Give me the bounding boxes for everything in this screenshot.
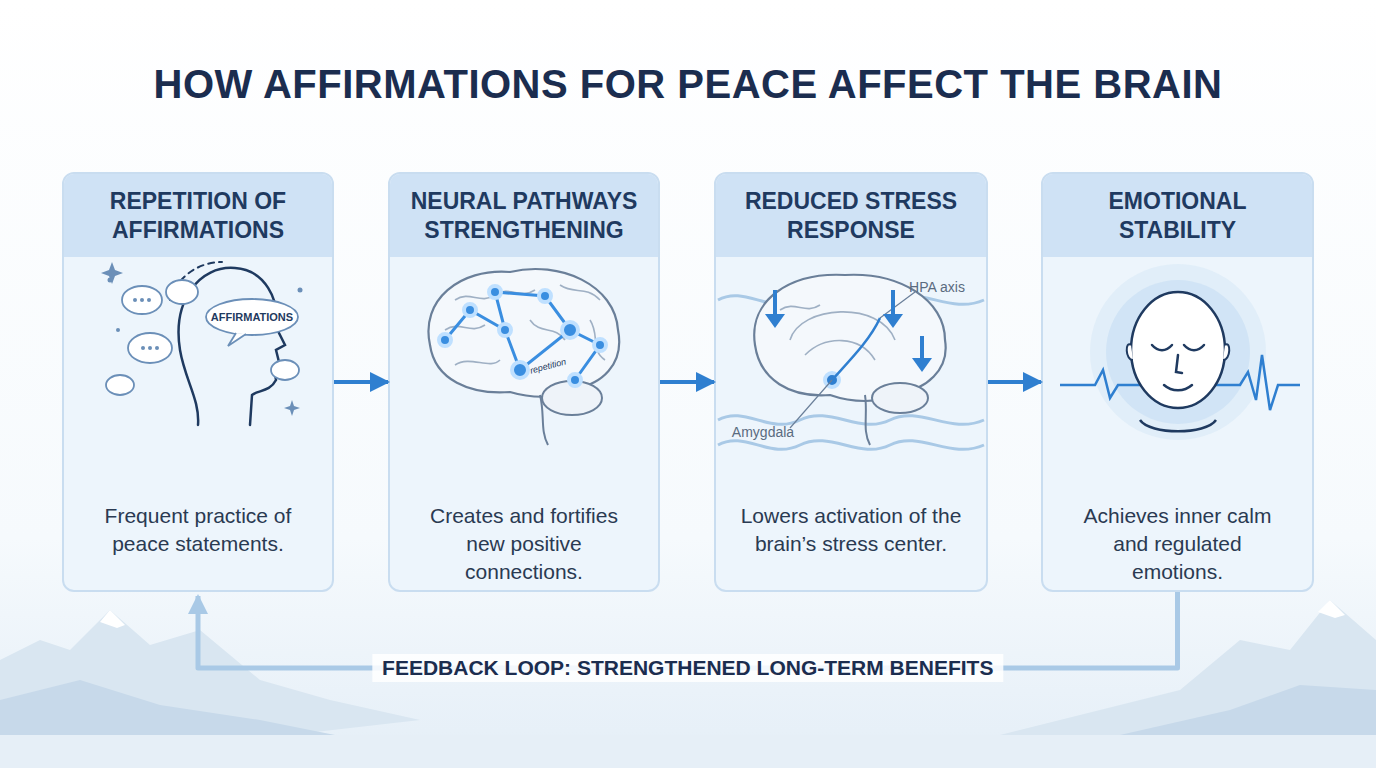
diagram-title: HOW AFFIRMATIONS FOR PEACE AFFECT THE BR…: [0, 62, 1376, 107]
cerebellum: [542, 381, 602, 415]
bubble-dots: [101, 262, 303, 416]
amygdala-dot: [825, 373, 839, 387]
illustration-label: repetition: [529, 356, 567, 375]
calm-illustration: [1060, 264, 1300, 440]
brainstem: [540, 395, 548, 445]
brain-illustration: [428, 269, 619, 445]
flow-arrow: [334, 380, 388, 384]
flow-arrow: [660, 380, 714, 384]
inner-curves: [780, 305, 895, 360]
panel-description: Creates and fortifies new positive conne…: [390, 502, 658, 586]
mountain: [1000, 600, 1376, 768]
illustration-label: AFFIRMATIONS: [211, 311, 293, 323]
bubble: [166, 280, 198, 304]
step-panel: NEURAL PATHWAYS STRENGTHENING Creates and…: [388, 172, 660, 592]
bubble: [206, 299, 298, 335]
gyri: [445, 285, 605, 365]
face: [1131, 292, 1225, 408]
bubble: [106, 375, 134, 395]
bubble: [271, 360, 299, 380]
ear: [1127, 344, 1133, 360]
step-panel: REDUCED STRESS RESPONSE Lowers activation…: [714, 172, 988, 592]
mountain: [0, 610, 420, 768]
brainstem: [865, 395, 870, 445]
heartbeat-line: [1060, 355, 1300, 410]
cerebellum: [872, 383, 928, 413]
neural-pathway: [445, 292, 600, 380]
dashed-arc: [170, 262, 222, 300]
stress-illustration: [718, 275, 984, 450]
halo: [1106, 280, 1250, 424]
down-arrows: [765, 290, 932, 372]
step-panel: REPETITION OF AFFIRMATIONS Frequent pract…: [62, 172, 334, 592]
panel-heading: NEURAL PATHWAYS STRENGTHENING: [390, 174, 658, 257]
illustration-label: Amygdala: [732, 424, 794, 440]
leader-line: [880, 292, 915, 318]
leader-line: [790, 380, 832, 428]
feedback-loop-arrow: [198, 592, 1178, 668]
water: [0, 735, 1376, 768]
brain-outline: [428, 269, 619, 397]
waves: [718, 296, 984, 450]
bubble: [122, 286, 162, 314]
neck: [1140, 420, 1216, 431]
bubble-tail: [228, 333, 246, 346]
head-profile: [179, 268, 285, 425]
flow-arrow: [988, 380, 1041, 384]
panel-description: Frequent practice of peace statements.: [64, 502, 332, 558]
pathway: [832, 318, 880, 380]
halo: [1090, 264, 1266, 440]
snow: [100, 610, 125, 628]
head-illustration: [170, 262, 285, 425]
panel-description: Lowers activation of the brain’s stress …: [716, 502, 986, 558]
brain-section: [754, 275, 945, 401]
mountain: [1000, 685, 1376, 768]
features: [1152, 345, 1204, 390]
ear: [1223, 344, 1229, 360]
speech-bubbles: [106, 280, 299, 395]
panel-description: Achieves inner calm and regulated emotio…: [1043, 502, 1312, 586]
mountain: [0, 680, 480, 768]
panel-heading: REDUCED STRESS RESPONSE: [716, 174, 986, 257]
illustration-label: HPA axis: [909, 279, 965, 295]
panel-heading: EMOTIONAL STABILITY: [1043, 174, 1312, 257]
step-panel: EMOTIONAL STABILITY Achieves inner calm a…: [1041, 172, 1314, 592]
bubble: [128, 333, 172, 363]
feedback-label: FEEDBACK LOOP: STRENGTHENED LONG-TERM BE…: [372, 654, 1003, 682]
snow: [1318, 600, 1345, 618]
panel-heading: REPETITION OF AFFIRMATIONS: [64, 174, 332, 257]
neurons: [439, 286, 606, 386]
